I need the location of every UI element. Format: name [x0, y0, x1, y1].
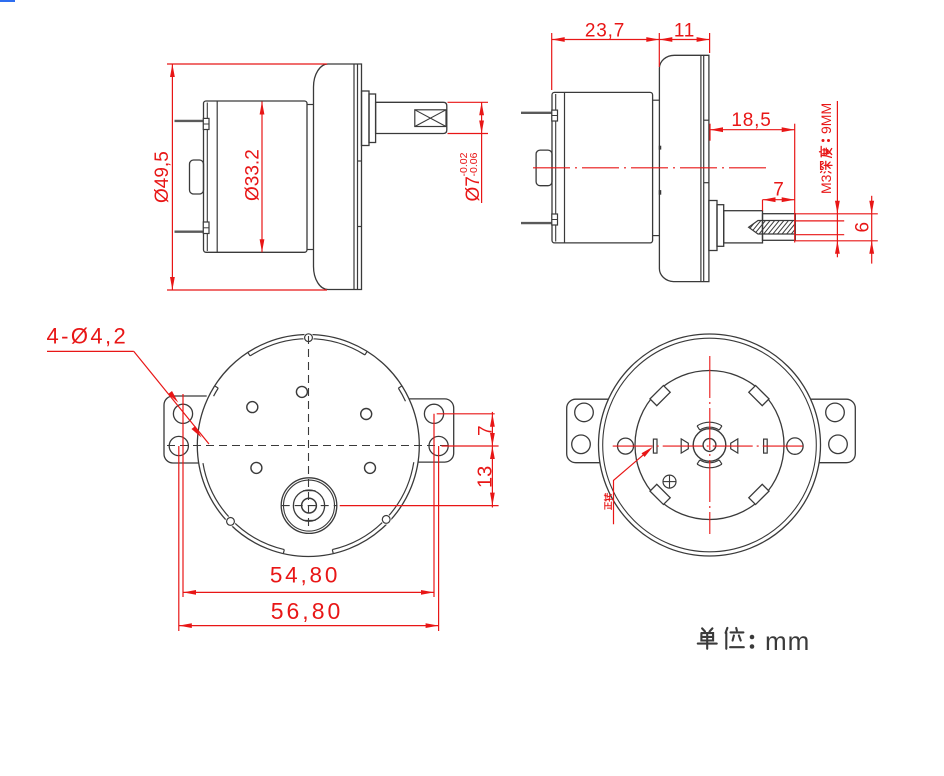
- svg-text:-0.02: -0.02: [458, 152, 470, 176]
- svg-text:Ø7: Ø7: [463, 176, 484, 201]
- svg-text:13: 13: [474, 466, 496, 488]
- svg-text:-0.06: -0.06: [468, 152, 480, 176]
- svg-text:7: 7: [476, 425, 497, 436]
- svg-text:7: 7: [773, 180, 784, 201]
- svg-text:23,7: 23,7: [585, 21, 625, 42]
- svg-text:M3: M3: [818, 174, 834, 194]
- svg-text:Ø49,5: Ø49,5: [152, 151, 173, 203]
- svg-text:54,80: 54,80: [270, 563, 340, 588]
- svg-text:56,80: 56,80: [271, 598, 344, 624]
- svg-text:9MM: 9MM: [818, 103, 834, 134]
- svg-text:mm: mm: [765, 626, 810, 656]
- svg-text:Ø33.2: Ø33.2: [243, 149, 264, 201]
- svg-text:4-Ø4,2: 4-Ø4,2: [47, 324, 129, 349]
- svg-text:18,5: 18,5: [731, 110, 771, 131]
- svg-text:6: 6: [853, 222, 874, 233]
- svg-text:11: 11: [674, 21, 695, 42]
